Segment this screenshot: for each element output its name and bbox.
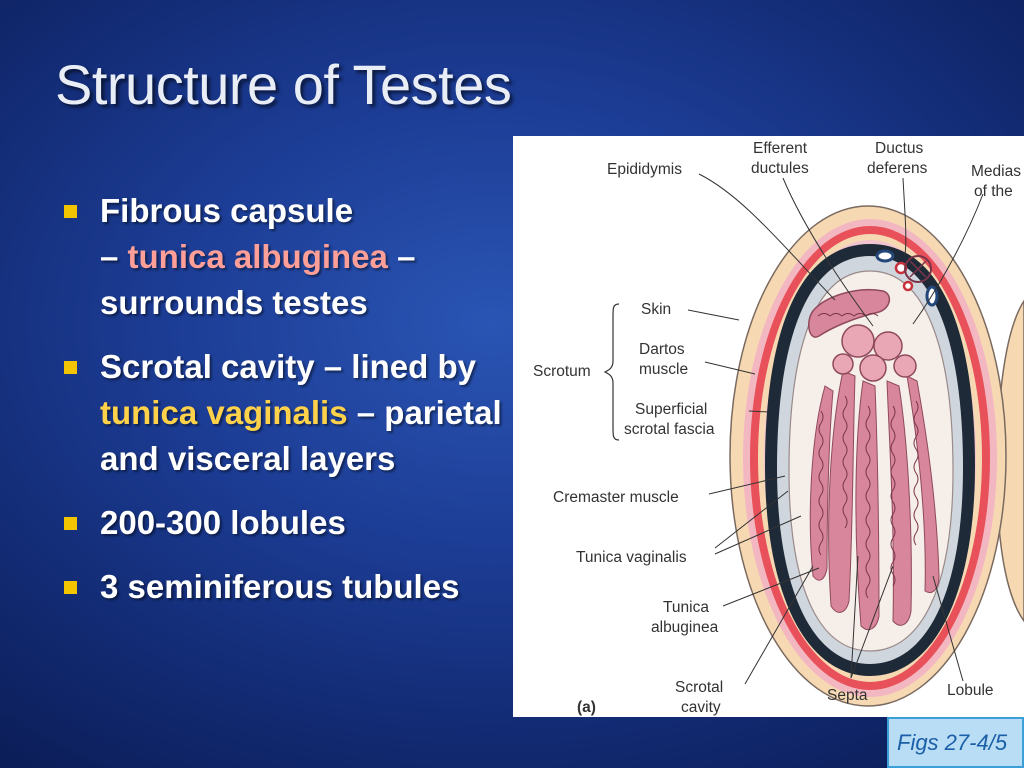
label-epididymis: Epididymis (607, 161, 682, 178)
bullet-text: – surrounds testes (100, 238, 416, 321)
testis-illustration: Epididymis Efferent ductules Ductus defe… (533, 140, 1024, 716)
label-lobule: Lobule (947, 682, 994, 699)
label-efferent-ductules: ductules (751, 160, 809, 177)
bullet-list: Fibrous capsule – tunica albuginea – sur… (62, 188, 502, 628)
label-scrotal-cavity: Scrotal (675, 679, 723, 696)
label-skin: Skin (641, 301, 671, 318)
label-dartos-muscle: Dartos (639, 341, 685, 358)
label-scrotal-cavity: cavity (681, 699, 721, 716)
term-tunica-albuginea: tunica albuginea (127, 238, 388, 275)
bullet-square-icon (64, 581, 77, 594)
bullet-seminiferous-tubules: 3 seminiferous tubules (62, 564, 502, 610)
label-panel-a: (a) (577, 699, 596, 716)
bullet-lobules: 200-300 lobules (62, 500, 502, 546)
label-efferent-ductules: Efferent (753, 140, 808, 157)
label-superficial-scrotal-fascia: Superficial (635, 401, 707, 418)
label-tunica-vaginalis: Tunica vaginalis (576, 549, 687, 566)
label-mediastinum: of the (974, 183, 1013, 200)
bullet-square-icon (64, 205, 77, 218)
label-superficial-scrotal-fascia: scrotal fascia (624, 421, 715, 438)
label-cremaster-muscle: Cremaster muscle (553, 489, 679, 506)
label-ductus-deferens: Ductus (875, 140, 923, 157)
bullet-text: 200-300 lobules (100, 504, 346, 541)
label-scrotum: Scrotum (533, 363, 591, 380)
bullet-text: 3 seminiferous tubules (100, 568, 460, 605)
label-mediastinum: Medias (971, 163, 1021, 180)
label-dartos-muscle: muscle (639, 361, 688, 378)
label-tunica-albuginea: albuginea (651, 619, 719, 636)
term-tunica-vaginalis: tunica vaginalis (100, 394, 348, 431)
bullet-square-icon (64, 517, 77, 530)
bullet-text: Fibrous capsule (100, 192, 354, 229)
figure-reference: Figs 27-4/5 (887, 717, 1024, 768)
bullet-text: – parietal and visceral layers (100, 394, 502, 477)
label-ductus-deferens: deferens (867, 160, 928, 177)
bullet-scrotal-cavity: Scrotal cavity – lined by tunica vaginal… (62, 344, 502, 482)
bullet-text: – (100, 238, 128, 275)
label-tunica-albuginea: Tunica (663, 599, 709, 616)
testis-diagram: Epididymis Efferent ductules Ductus defe… (513, 136, 1024, 717)
slide-title: Structure of Testes (55, 53, 512, 116)
bullet-square-icon (64, 361, 77, 374)
label-septa: Septa (827, 687, 868, 704)
bullet-fibrous-capsule: Fibrous capsule – tunica albuginea – sur… (62, 188, 502, 326)
bullet-text: Scrotal cavity – lined by (100, 348, 476, 385)
